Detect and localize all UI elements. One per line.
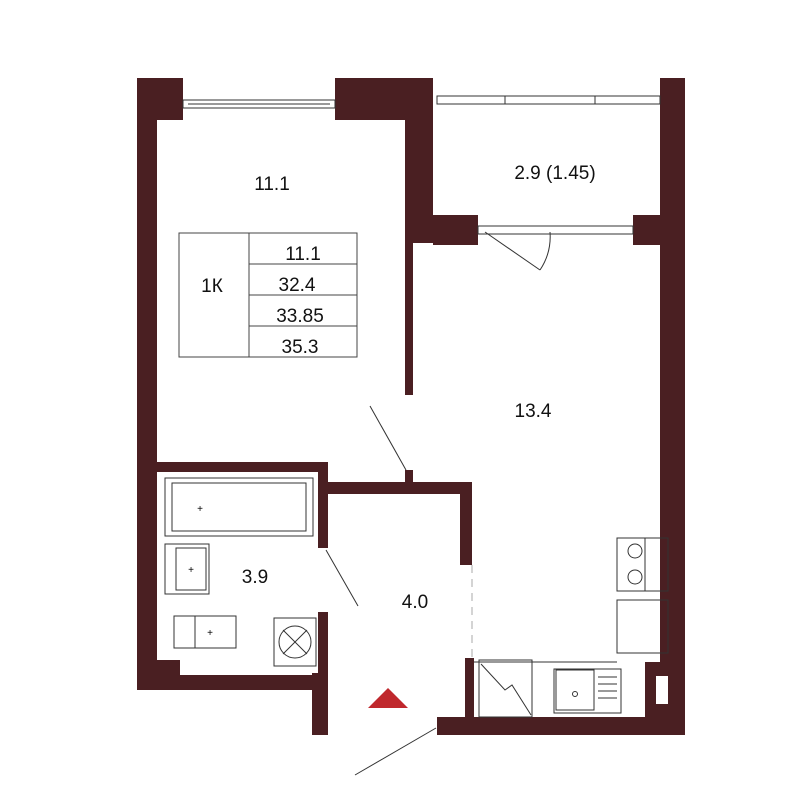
table-value-total: 32.4 xyxy=(279,275,316,296)
washbasin: + xyxy=(164,543,210,595)
bathroom-area-label: 3.9 xyxy=(242,567,268,588)
svg-text:+: + xyxy=(197,504,203,515)
vent-shaft xyxy=(656,676,668,704)
svg-text:+: + xyxy=(188,565,194,576)
washing-machine xyxy=(273,617,317,667)
table-value-total-full: 35.3 xyxy=(282,337,319,358)
hallway-area-label: 4.0 xyxy=(402,592,428,613)
bathroom-door xyxy=(325,549,359,607)
kitchen-sink xyxy=(553,668,622,714)
apartment-type: 1К xyxy=(201,276,223,297)
entry-door xyxy=(354,727,437,776)
entrance-marker-icon xyxy=(368,688,408,708)
bedroom-area-label: 11.1 xyxy=(254,174,290,195)
svg-text:+: + xyxy=(207,628,213,639)
kitchen-counter xyxy=(616,599,669,654)
stove xyxy=(616,537,669,592)
living-kitchen-area-label: 13.4 xyxy=(515,401,552,422)
table-value-total-reduced: 33.85 xyxy=(276,306,324,327)
balcony-area-label: 2.9 (1.45) xyxy=(514,163,595,184)
balcony-door xyxy=(477,225,634,271)
walls xyxy=(137,78,685,735)
fridge xyxy=(478,659,533,718)
summary-table xyxy=(178,232,358,358)
toilet: + xyxy=(173,615,237,649)
window-balcony xyxy=(436,95,661,105)
bathtub: + xyxy=(164,477,314,537)
window-bedroom xyxy=(182,99,336,109)
bedroom-door xyxy=(369,405,407,471)
table-value-living: 11.1 xyxy=(285,244,321,265)
